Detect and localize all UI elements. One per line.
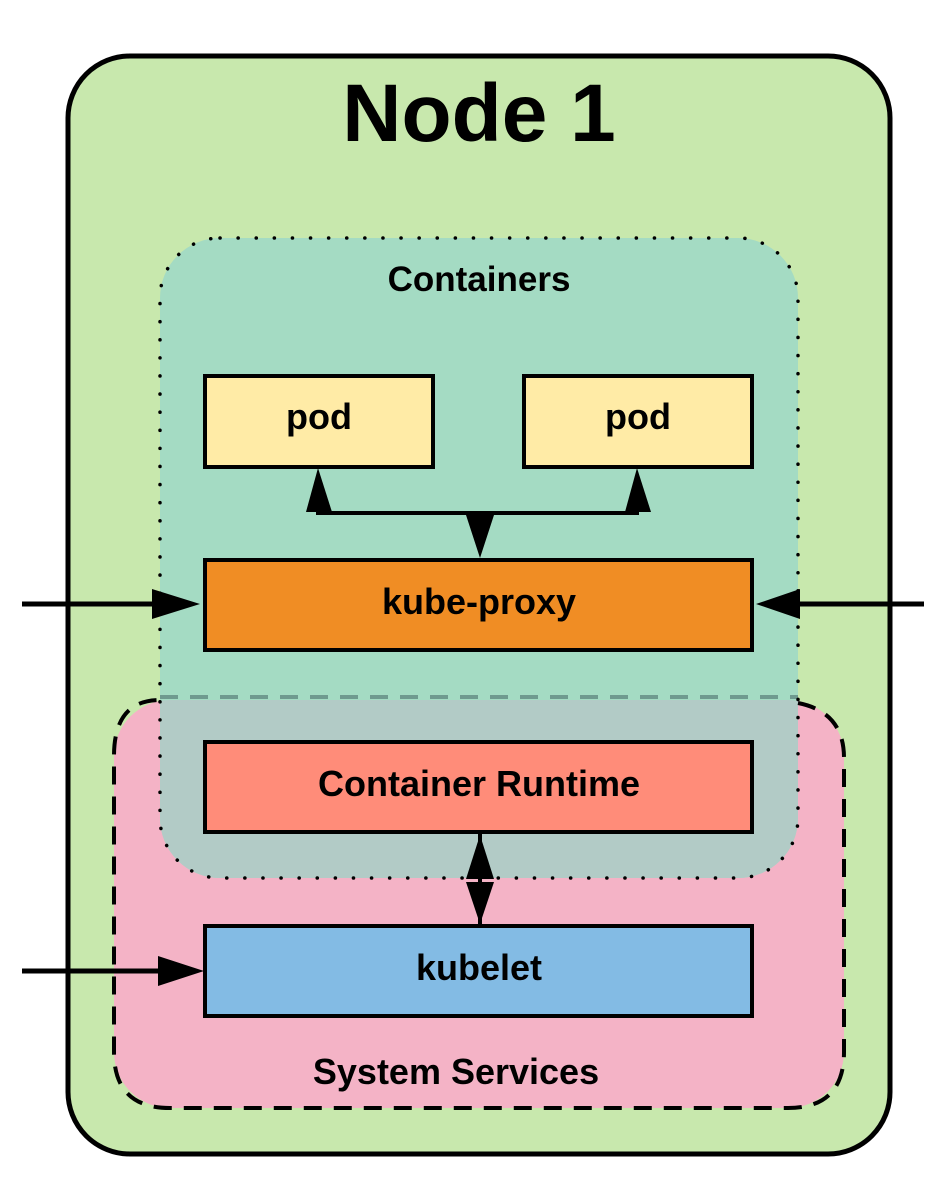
container-runtime-label: Container Runtime (318, 763, 640, 804)
arrowhead-right-kubelet-icon (158, 956, 204, 986)
pod-proxy-connector (306, 468, 651, 558)
kube-proxy-box[interactable] (203, 558, 754, 652)
external-left-proxy-arrow (22, 589, 200, 619)
arrowhead-left-icon (756, 589, 800, 619)
arrowhead-right-icon (152, 589, 200, 619)
pod-left-box[interactable] (203, 374, 435, 469)
kubelet-label: kubelet (416, 947, 542, 988)
kubelet-box[interactable] (203, 924, 754, 1018)
system-services-label: System Services (313, 1051, 599, 1092)
pod-right-label: pod (605, 396, 671, 437)
pod-right-box[interactable] (522, 374, 754, 469)
arrowhead-up-left-pod-icon (306, 468, 332, 512)
arrowhead-up-right-pod-icon (625, 468, 651, 512)
container-runtime-box[interactable] (203, 740, 754, 834)
node-title: Node 1 (342, 68, 615, 159)
kube-proxy-label: kube-proxy (382, 581, 576, 622)
external-left-kubelet-arrow (22, 956, 204, 986)
system-services-border (112, 698, 846, 1110)
external-right-proxy-arrow (756, 589, 924, 619)
pod-left-label: pod (286, 396, 352, 437)
containers-label: Containers (388, 260, 571, 299)
arrowhead-up-runtime-icon (466, 835, 494, 879)
arrowhead-down-proxy-icon (466, 515, 494, 558)
arrowhead-down-kubelet-icon (466, 882, 494, 924)
runtime-kubelet-connector (466, 834, 494, 924)
